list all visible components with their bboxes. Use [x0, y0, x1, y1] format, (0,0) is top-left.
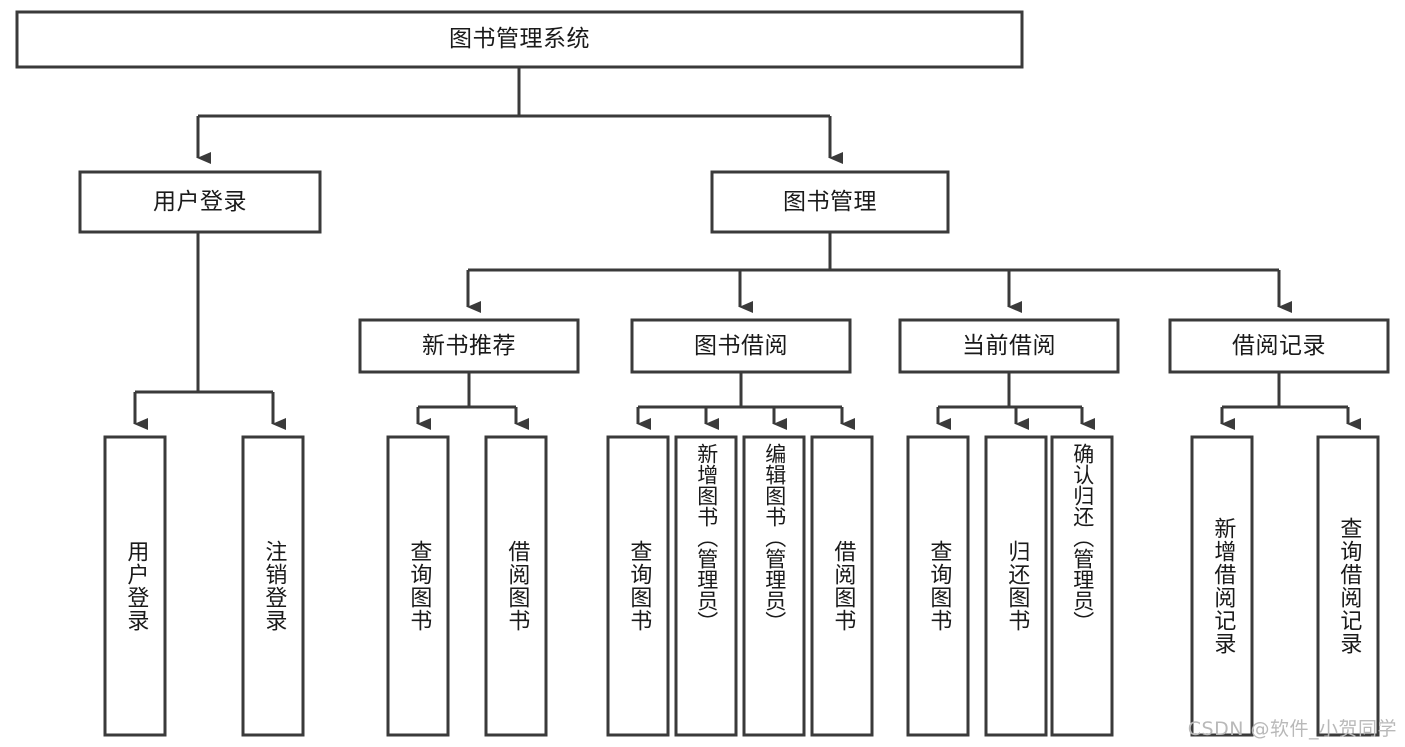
node-borrow-record-box[interactable]	[1168, 318, 1390, 374]
node-current-borrow-box[interactable]	[898, 318, 1120, 374]
leaf-box-confirm-return[interactable]	[1050, 435, 1114, 737]
leaf-box-user-login[interactable]	[103, 435, 167, 737]
leaf-box-add-book[interactable]	[674, 435, 738, 737]
leaf-box-edit-book[interactable]	[742, 435, 806, 737]
leaf-box-query-book-borrow[interactable]	[606, 435, 670, 737]
leaf-box-logout[interactable]	[241, 435, 305, 737]
leaf-box-query-book-rec[interactable]	[386, 435, 450, 737]
leaf-box-query-record[interactable]	[1316, 435, 1380, 737]
node-book-manage-box[interactable]	[710, 170, 950, 234]
leaf-box-query-book-current[interactable]	[906, 435, 970, 737]
node-book-borrow-box[interactable]	[630, 318, 852, 374]
leaf-box-borrow-book[interactable]	[810, 435, 874, 737]
leaf-box-borrow-book-rec[interactable]	[484, 435, 548, 737]
node-new-book-rec-box[interactable]	[358, 318, 580, 374]
node-user-login-box[interactable]	[78, 170, 322, 234]
leaf-box-return-book[interactable]	[984, 435, 1048, 737]
leaf-box-add-record[interactable]	[1190, 435, 1254, 737]
node-root-box[interactable]	[15, 10, 1024, 69]
